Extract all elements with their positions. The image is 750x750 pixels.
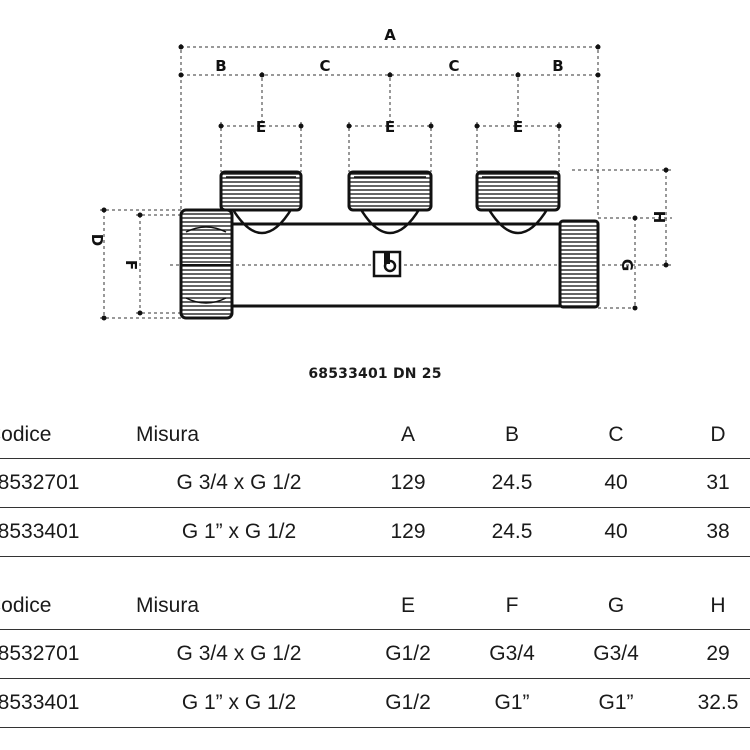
- dim-label-d: D: [88, 234, 106, 246]
- header-d: D: [710, 423, 726, 446]
- header-c: C: [608, 423, 624, 446]
- cell-d: 38: [706, 520, 730, 543]
- cell-codice: 68533401: [0, 520, 80, 543]
- table-row: 68532701 G 3/4 x G 1/2 G1/2 G3/4 G3/4 29: [0, 630, 750, 679]
- header-f: F: [505, 594, 519, 617]
- header-b: B: [504, 423, 519, 446]
- cell-g: G1”: [598, 691, 634, 714]
- dim-label-g: G: [618, 259, 636, 271]
- dim-label-b-left: B: [215, 57, 226, 75]
- cell-a: 129: [390, 471, 426, 494]
- cell-a: 129: [390, 520, 426, 543]
- header-g: G: [607, 594, 625, 617]
- header-a: A: [400, 423, 415, 446]
- brand-logo: [372, 250, 402, 278]
- header-h: H: [710, 594, 726, 617]
- cell-e: G1/2: [385, 642, 431, 665]
- dim-label-e-3: E: [513, 118, 523, 136]
- cell-misura: G 3/4 x G 1/2: [176, 642, 302, 665]
- cell-codice: 68532701: [0, 642, 80, 665]
- dim-label-f: F: [122, 260, 140, 270]
- cell-misura: G 3/4 x G 1/2: [176, 471, 302, 494]
- cell-b: 24.5: [491, 471, 533, 494]
- cell-h: 29: [706, 642, 730, 665]
- header-codice: Codice: [0, 594, 52, 617]
- dim-label-c-left: C: [319, 57, 330, 75]
- dim-label-a: A: [384, 26, 396, 44]
- dimension-lines: [100, 44, 672, 319]
- cell-c: 40: [604, 520, 628, 543]
- table-header-row: Codice Misura E F G H: [0, 583, 750, 630]
- header-e: E: [400, 594, 415, 617]
- dimensions-table-a-d: Codice Misura A B C D 68532701 G 3/4 x G…: [0, 412, 750, 557]
- drawing-caption: 68533401 DN 25: [308, 366, 442, 382]
- cell-c: 40: [604, 471, 628, 494]
- header-codice: Codice: [0, 423, 52, 446]
- table-row: 68533401 G 1” x G 1/2 129 24.5 40 38: [0, 508, 750, 557]
- cell-misura: G 1” x G 1/2: [181, 691, 297, 714]
- cell-f: G3/4: [489, 642, 535, 665]
- header-misura: Misura: [136, 594, 200, 617]
- dim-label-b-right: B: [552, 57, 563, 75]
- dim-label-h: H: [650, 211, 668, 224]
- manifold-technical-drawing: A B C C B E E E D F G H: [88, 26, 672, 321]
- table-header-row: Codice Misura A B C D: [0, 412, 750, 459]
- cell-e: G1/2: [385, 691, 431, 714]
- header-misura: Misura: [136, 423, 200, 446]
- cell-d: 31: [706, 471, 730, 494]
- cell-b: 24.5: [491, 520, 533, 543]
- table-row: 68533401 G 1” x G 1/2 G1/2 G1” G1” 32.5: [0, 679, 750, 728]
- dimension-labels: A B C C B E E E D F G H: [88, 26, 668, 271]
- dimensions-table-e-h: Codice Misura E F G H 68532701 G 3/4 x G…: [0, 583, 750, 728]
- manifold-body: [179, 170, 600, 320]
- cell-misura: G 1” x G 1/2: [181, 520, 297, 543]
- table-row: 68532701 G 3/4 x G 1/2 129 24.5 40 31: [0, 459, 750, 508]
- dimension-ticks: [101, 44, 669, 321]
- cell-g: G3/4: [593, 642, 639, 665]
- cell-f: G1”: [494, 691, 530, 714]
- dim-label-c-right: C: [448, 57, 459, 75]
- cell-codice: 68532701: [0, 471, 80, 494]
- cell-codice: 68533401: [0, 691, 80, 714]
- cell-h: 32.5: [697, 691, 739, 714]
- dim-label-e-1: E: [256, 118, 266, 136]
- dim-label-e-2: E: [385, 118, 395, 136]
